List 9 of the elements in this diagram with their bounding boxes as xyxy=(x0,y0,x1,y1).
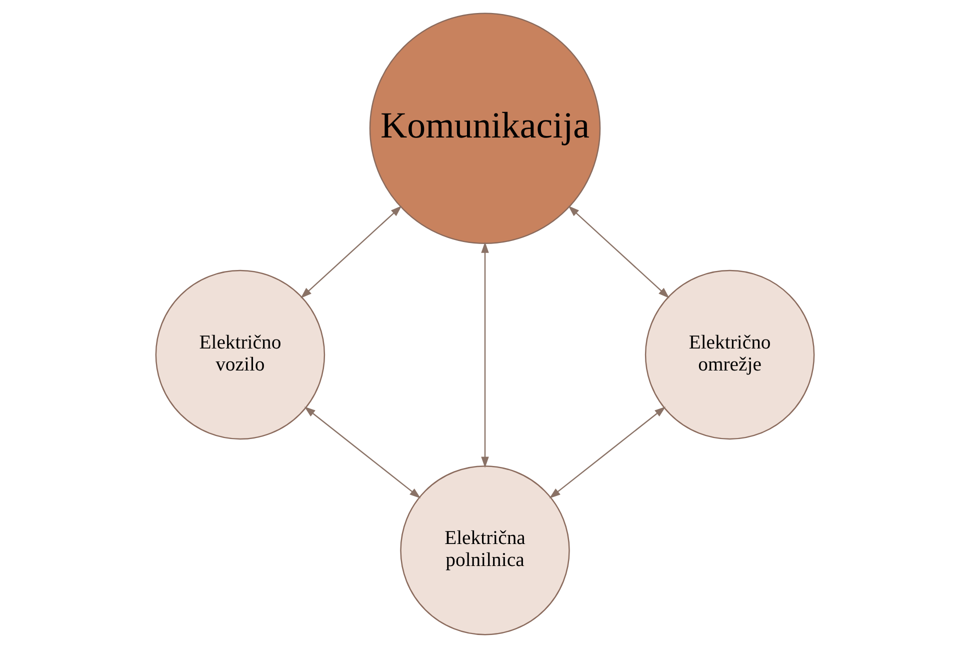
node-circle: Električna polnilnica xyxy=(400,465,570,636)
node-circle: Električno omrežje xyxy=(644,270,814,440)
arrow xyxy=(568,206,669,298)
arrow xyxy=(300,206,402,298)
arrow xyxy=(548,406,666,498)
node-circle: Komunikacija xyxy=(368,12,600,244)
node-circle: Električno vozilo xyxy=(154,270,325,440)
arrow xyxy=(304,406,420,498)
arrow xyxy=(480,242,488,468)
